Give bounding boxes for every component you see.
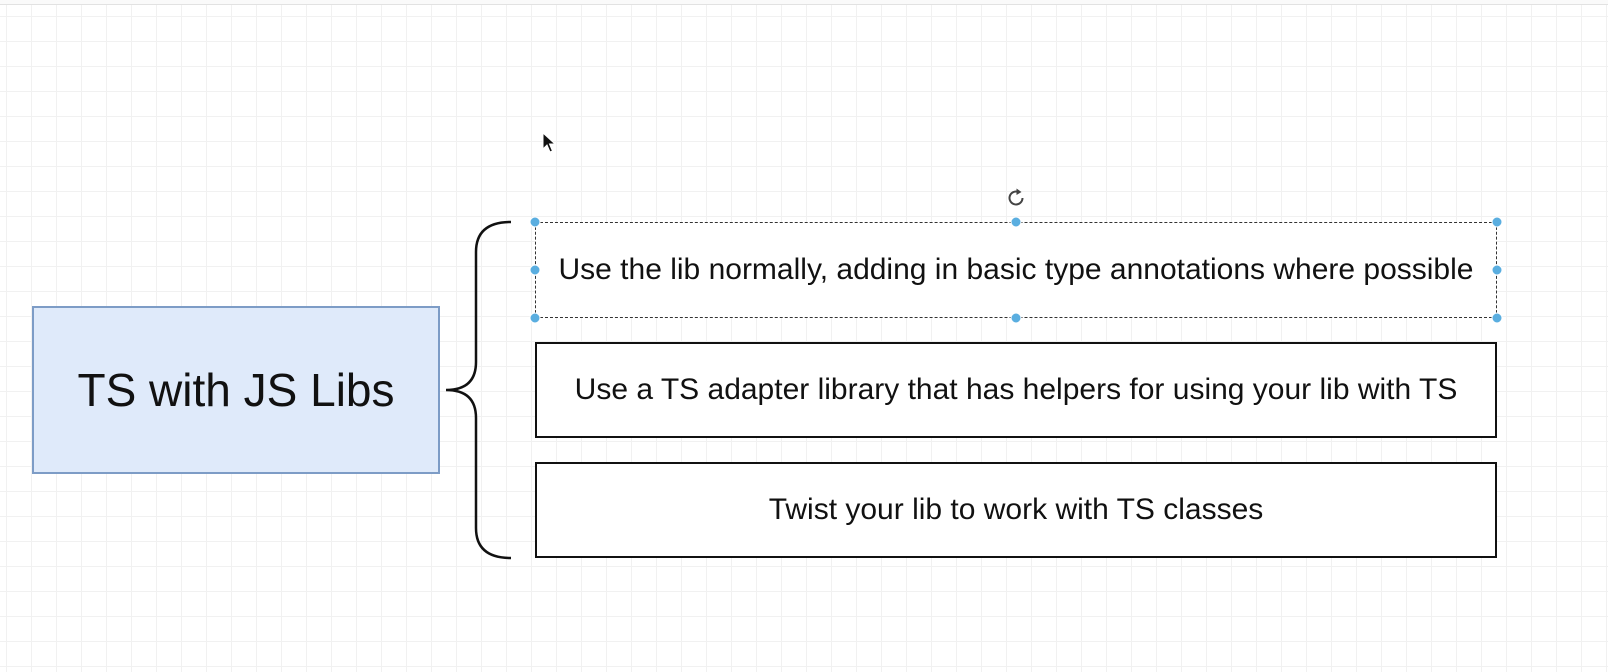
option-node-1-label: Use the lib normally, adding in basic ty… — [558, 253, 1474, 286]
resize-handle-top-right[interactable] — [1491, 216, 1503, 228]
main-node-label: TS with JS Libs — [77, 364, 395, 416]
resize-handle-top[interactable] — [1010, 216, 1022, 228]
option-node-2-label: Use a TS adapter library that has helper… — [574, 373, 1458, 406]
rotate-icon[interactable] — [1004, 186, 1028, 210]
option-node-2[interactable]: Use a TS adapter library that has helper… — [535, 342, 1497, 438]
resize-handle-top-left[interactable] — [529, 216, 541, 228]
option-node-3[interactable]: Twist your lib to work with TS classes — [535, 462, 1497, 558]
resize-handle-right[interactable] — [1491, 264, 1503, 276]
resize-handle-bottom[interactable] — [1010, 312, 1022, 324]
option-node-3-label: Twist your lib to work with TS classes — [768, 493, 1264, 526]
brace-path — [445, 220, 512, 560]
main-node[interactable]: TS with JS Libs — [32, 306, 440, 474]
resize-handle-bottom-right[interactable] — [1491, 312, 1503, 324]
canvas-top-border — [0, 0, 1608, 5]
option-node-1[interactable]: Use the lib normally, adding in basic ty… — [535, 222, 1497, 318]
resize-handle-left[interactable] — [529, 264, 541, 276]
mouse-pointer-icon — [542, 132, 557, 153]
resize-handle-bottom-left[interactable] — [529, 312, 541, 324]
